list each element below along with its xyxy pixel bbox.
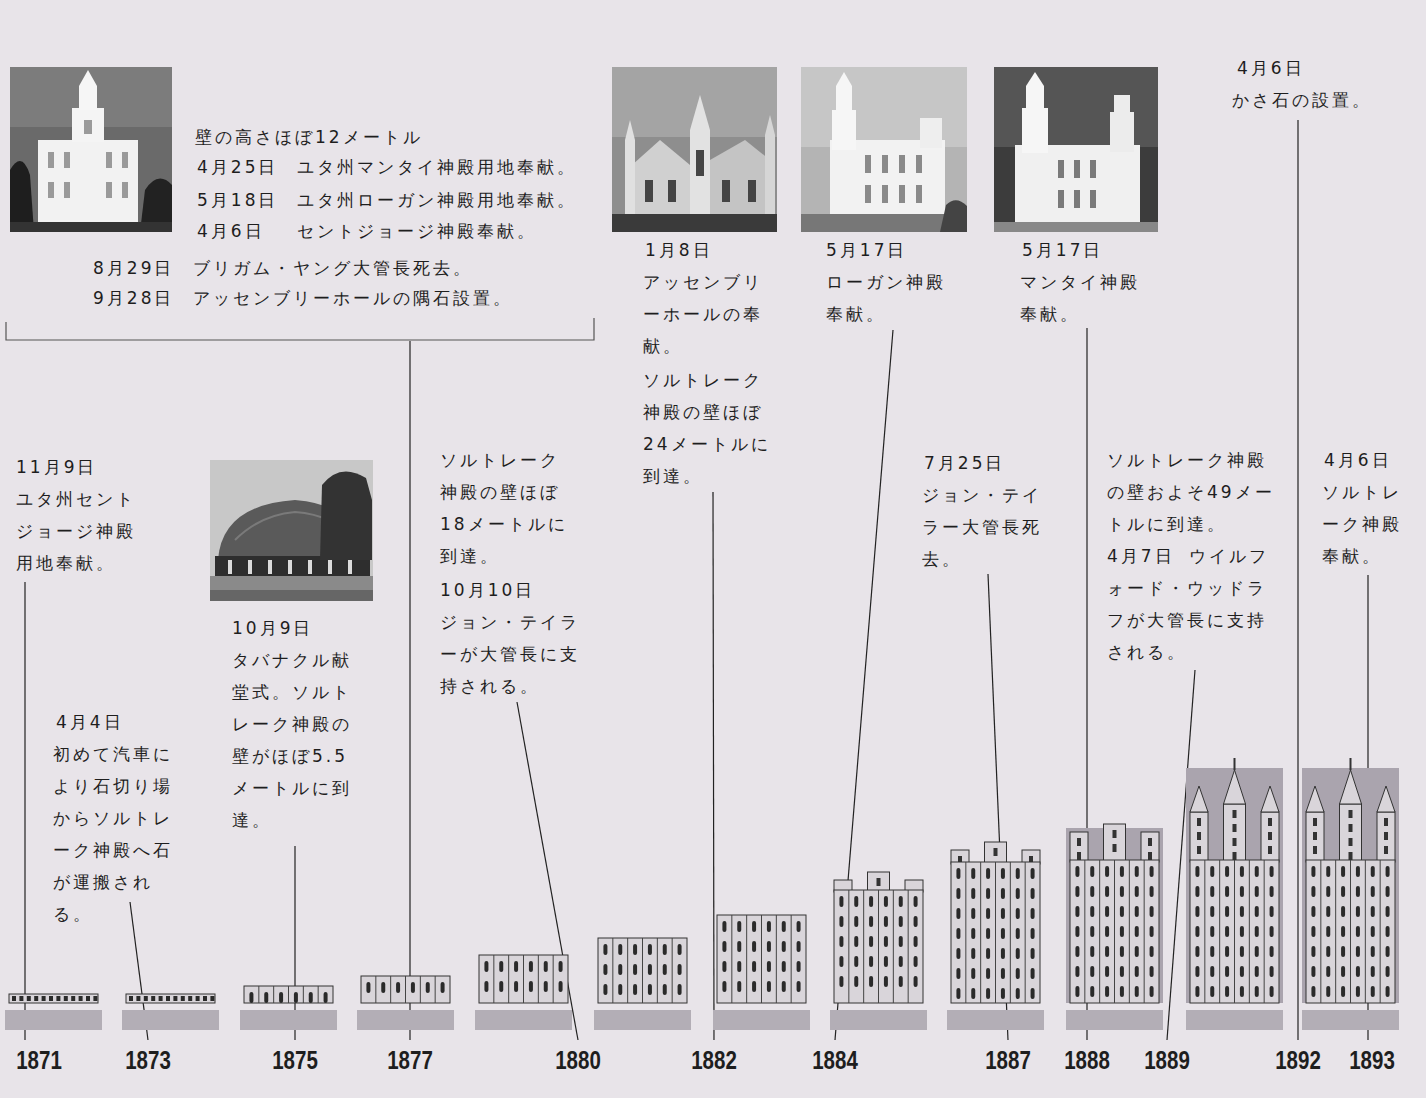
tabernacle-photo bbox=[210, 460, 373, 601]
date-label: 4月7日 bbox=[1107, 546, 1175, 566]
event-group: 4月7日ウイルフォード・ウッドラフが大管長に支持される。 bbox=[1107, 540, 1282, 668]
year-label: 1889 bbox=[1130, 1045, 1204, 1075]
temple-elevation bbox=[713, 915, 810, 1030]
event-text: かさ石の設置。 bbox=[1232, 84, 1372, 116]
date-label: 10月10日 bbox=[440, 574, 535, 606]
event-text: アッセンブリーホールの隅石設置。 bbox=[193, 282, 513, 314]
event-text: マンタイ神殿奉献。 bbox=[1020, 266, 1148, 330]
event-text: ユタ州マンタイ神殿用地奉献。 bbox=[297, 151, 577, 183]
event-text: ジョン・テイラー大管長死去。 bbox=[922, 479, 1050, 575]
temple-elevation bbox=[830, 872, 927, 1030]
date-label: 5月17日 bbox=[1022, 234, 1103, 266]
date-label: 8月29日 bbox=[93, 252, 174, 284]
year-label: 1871 bbox=[2, 1045, 76, 1075]
temple-photo bbox=[10, 67, 172, 232]
group-bracket bbox=[6, 318, 594, 340]
event-text: アッセンブリーホールの奉献。 bbox=[643, 266, 771, 362]
date-label: 5月17日 bbox=[826, 234, 907, 266]
note-text: 壁の高さほぼ12メートル bbox=[195, 121, 423, 153]
date-label: 10月9日 bbox=[232, 612, 313, 644]
logan-temple-photo bbox=[801, 67, 967, 232]
event-text: ローガン神殿奉献。 bbox=[826, 266, 954, 330]
year-label: 1888 bbox=[1050, 1045, 1124, 1075]
year-label: 1880 bbox=[541, 1045, 615, 1075]
date-label: 9月28日 bbox=[93, 282, 174, 314]
date-label: 1月8日 bbox=[645, 234, 713, 266]
date-label: 4月6日 bbox=[1237, 52, 1305, 84]
date-label: 4月6日 bbox=[197, 215, 265, 247]
date-label: 4月6日 bbox=[1324, 444, 1392, 476]
date-label: 4月4日 bbox=[56, 706, 124, 738]
event-text: ユタ州ローガン神殿用地奉献。 bbox=[297, 184, 577, 216]
event-text: タバナクル献堂式。ソルトレーク神殿の壁がほぼ5.5メートルに到達。 bbox=[232, 644, 360, 836]
event-text: ジョン・テイラーが大管長に支持される。 bbox=[440, 606, 588, 702]
temple-elevation bbox=[1066, 824, 1163, 1030]
event-text: ソルトレーク神殿奉献。 bbox=[1322, 476, 1412, 572]
leader-lines bbox=[25, 120, 1368, 1040]
event-text: ソルトレーク神殿の壁およそ49メートルに到達。 bbox=[1107, 444, 1282, 540]
year-label: 1873 bbox=[111, 1045, 185, 1075]
temple-elevation bbox=[594, 938, 691, 1030]
manti-temple-photo bbox=[994, 67, 1158, 232]
year-label: 1887 bbox=[971, 1045, 1045, 1075]
year-label: 1882 bbox=[677, 1045, 751, 1075]
date-label: 5月18日 bbox=[197, 184, 278, 216]
temple-elevation bbox=[947, 842, 1044, 1030]
year-label: 1892 bbox=[1261, 1045, 1335, 1075]
temple-elevation bbox=[357, 976, 454, 1030]
date-label: 11月9日 bbox=[16, 451, 97, 483]
year-label: 1893 bbox=[1335, 1045, 1409, 1075]
event-text: ソルトレーク神殿の壁ほぼ18メートルに到達。 bbox=[440, 444, 568, 572]
event-text: ソルトレーク神殿の壁ほぼ24メートルに到達。 bbox=[643, 364, 771, 492]
assembly-hall-photo bbox=[612, 67, 777, 232]
temple-elevation bbox=[240, 986, 337, 1030]
temple-elevation bbox=[1302, 758, 1399, 1030]
event-text: 初めて汽車により石切り場からソルトレーク神殿へ石が運搬される。 bbox=[53, 738, 181, 930]
event-text: セントジョージ神殿奉献。 bbox=[297, 215, 537, 247]
temple-elevation bbox=[5, 994, 102, 1030]
event-text: ユタ州セントジョージ神殿用地奉献。 bbox=[16, 483, 144, 579]
temple-elevation bbox=[122, 994, 219, 1030]
date-label: 7月25日 bbox=[924, 447, 1005, 479]
year-label: 1875 bbox=[258, 1045, 332, 1075]
event-text: ブリガム・ヤング大管長死去。 bbox=[193, 252, 473, 284]
year-label: 1877 bbox=[373, 1045, 447, 1075]
temple-elevation bbox=[1186, 758, 1283, 1030]
date-label: 4月25日 bbox=[197, 151, 278, 183]
year-label: 1884 bbox=[798, 1045, 872, 1075]
temple-elevation bbox=[475, 955, 572, 1030]
